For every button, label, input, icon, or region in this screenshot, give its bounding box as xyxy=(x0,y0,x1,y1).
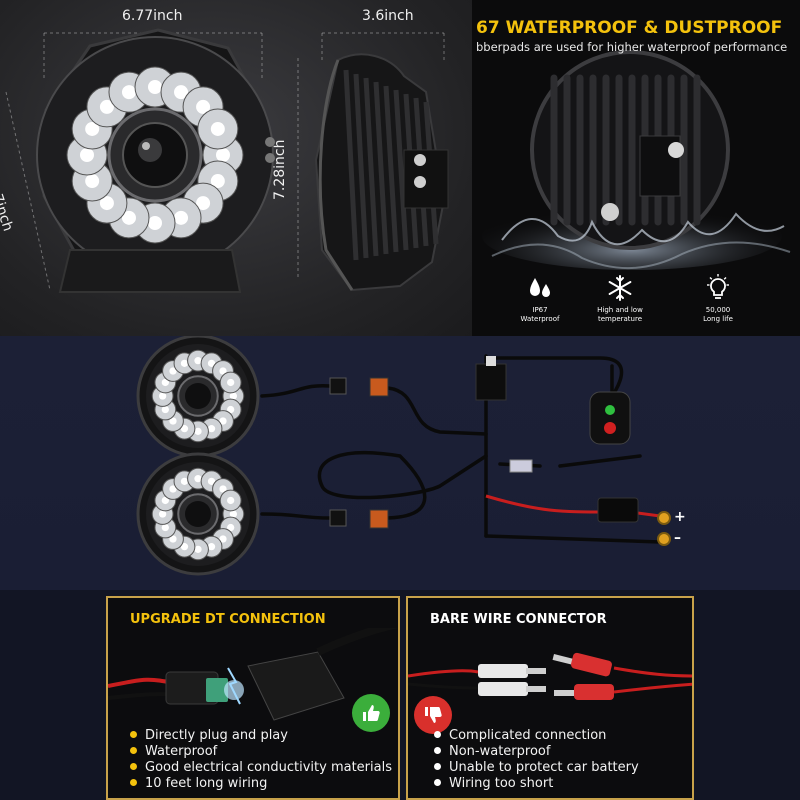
feature-long-life: 50,000 Long life xyxy=(678,274,758,324)
list-item: Good electrical conductivity materials xyxy=(130,760,392,776)
waterproof-light-drawing xyxy=(482,50,791,270)
bare-wire-title: BARE WIRE CONNECTOR xyxy=(430,612,607,627)
list-item: Directly plug and play xyxy=(130,728,392,744)
thumbs-up-icon xyxy=(352,694,390,732)
waterproof-panel: 67 WATERPROOF & DUSTPROOF bberpads are u… xyxy=(472,0,800,336)
list-item: Complicated connection xyxy=(434,728,639,744)
list-item: 10 feet long wiring xyxy=(130,776,392,792)
water-drops-icon xyxy=(530,278,550,297)
negative-terminal-label: – xyxy=(674,530,681,546)
thumbs-down-icon xyxy=(414,696,452,734)
feature-ip67: IP67 Waterproof xyxy=(500,274,580,324)
front-light-drawing xyxy=(5,28,449,293)
bare-wire-disadvantages-list: Complicated connection Non-waterproof Un… xyxy=(434,728,639,792)
wiring-diagram: + – xyxy=(0,336,800,590)
list-item: Wiring too short xyxy=(434,776,639,792)
list-item: Non-waterproof xyxy=(434,744,639,760)
list-item: Waterproof xyxy=(130,744,392,760)
upgrade-dt-title: UPGRADE DT CONNECTION xyxy=(130,612,326,627)
dt-connector-image xyxy=(108,628,398,721)
positive-terminal-label: + xyxy=(674,509,686,525)
list-item: Unable to protect car battery xyxy=(434,760,639,776)
waterproof-subtitle: bberpads are used for higher waterproof … xyxy=(476,40,788,54)
feature-temperature: High and low temperature xyxy=(580,274,660,324)
depth-label: 3.6inch xyxy=(362,8,414,24)
dimensions-panel: 6.77inch 3.6inch 7inch 7.28inch xyxy=(0,0,472,336)
bare-wire-panel: BARE WIRE CONNECTOR Complicated connecti xyxy=(406,596,694,800)
width-label: 6.77inch xyxy=(122,8,183,24)
wiring-drawing xyxy=(136,336,671,576)
snowflake-icon xyxy=(608,275,632,301)
dt-advantages-list: Directly plug and play Waterproof Good e… xyxy=(130,728,392,792)
upgrade-dt-panel: UPGRADE DT CONNECTION Directly plug and … xyxy=(106,596,400,800)
waterproof-title: 67 WATERPROOF & DUSTPROOF xyxy=(476,18,783,38)
bare-wire-image xyxy=(408,652,692,700)
light-bulb-icon xyxy=(707,274,729,299)
connection-comparison: UPGRADE DT CONNECTION Directly plug and … xyxy=(0,590,800,800)
